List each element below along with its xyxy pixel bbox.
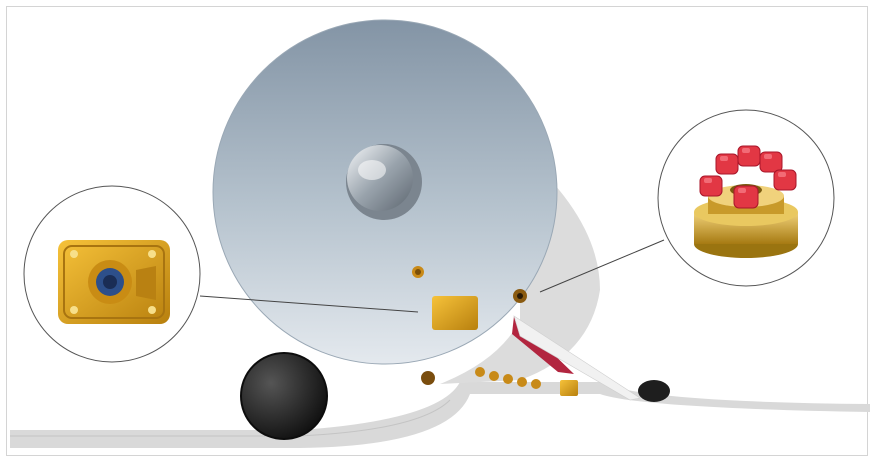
sensor-small-top	[412, 266, 424, 278]
sensor-edge	[513, 289, 527, 303]
drum-hub	[346, 144, 422, 220]
callout-left	[24, 186, 200, 362]
roller-right	[638, 380, 670, 402]
callout-right	[658, 110, 834, 286]
roller-left	[241, 353, 327, 439]
connector-housing-icon	[58, 240, 170, 324]
connector-block-on-drum	[432, 296, 478, 330]
web-strip	[10, 382, 870, 448]
